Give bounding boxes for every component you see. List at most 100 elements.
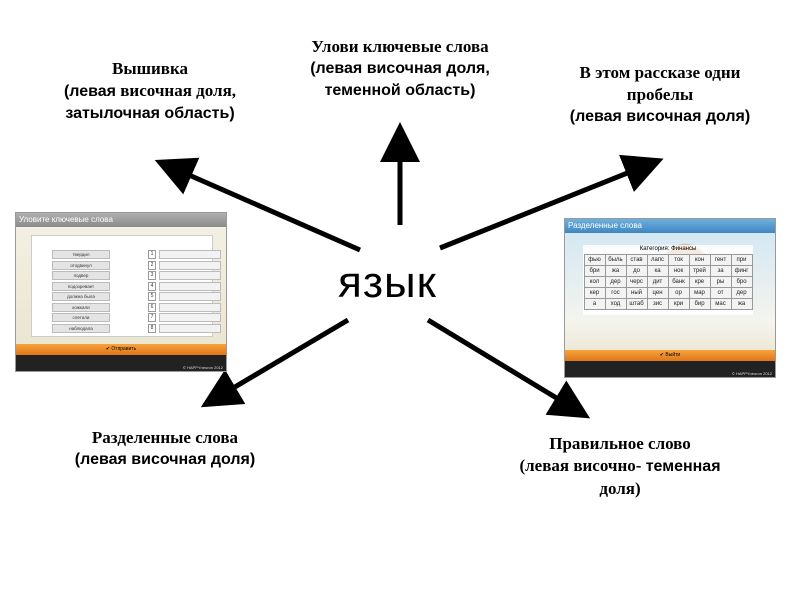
answer-slot[interactable]: [159, 323, 221, 333]
grid-cell[interactable]: дер: [730, 287, 753, 299]
grid-cell[interactable]: мар: [688, 287, 711, 299]
grid-cell[interactable]: зис: [646, 298, 669, 310]
right-screenshot-footer: © HAPPYneuron 2012: [565, 361, 775, 377]
check-icon: ✔: [659, 352, 664, 358]
answer-slot[interactable]: [159, 313, 221, 322]
grid-cell[interactable]: штаб: [625, 298, 648, 310]
word-item[interactable]: должна была: [52, 292, 110, 301]
left-screenshot-footer: © HAPPYneuron 2012: [16, 355, 226, 371]
label-top-right-title2: пробелы: [626, 85, 694, 104]
grid-cell[interactable]: лапс: [646, 254, 669, 266]
grid-cell[interactable]: фью: [583, 254, 606, 266]
answer-slot[interactable]: [159, 250, 221, 259]
label-bottom-right-title: Правильное слово: [549, 434, 691, 453]
arrow-up-left: [154, 157, 362, 253]
label-top-left: Вышивка (левая височная доля, затылочная…: [25, 58, 275, 125]
grid-cell[interactable]: ток: [667, 254, 690, 266]
answer-slot[interactable]: [159, 302, 221, 312]
word-item[interactable]: слетали: [52, 313, 110, 322]
grid-cell[interactable]: кон: [688, 254, 711, 266]
grid-cell[interactable]: гент: [709, 254, 732, 266]
grid-cell[interactable]: жа: [730, 298, 753, 310]
number-item: 6: [148, 302, 156, 312]
left-screenshot-title: Уловите ключевые слова: [16, 213, 226, 227]
label-bottom-left-line2: (левая височная доля): [74, 451, 256, 468]
label-bottom-right-line3: доля): [599, 479, 641, 498]
grid-cell[interactable]: кри: [667, 298, 690, 310]
grid-cell[interactable]: ры: [709, 276, 732, 288]
arrow-down-left: [200, 317, 350, 408]
word-item[interactable]: подозревает: [52, 281, 110, 291]
grid-cell[interactable]: жа: [604, 265, 627, 277]
grid-cell[interactable]: быль: [604, 254, 627, 266]
left-submit-button[interactable]: Отправить: [111, 346, 137, 352]
left-copyright: © HAPPYneuron 2012: [182, 365, 223, 370]
grid-cell[interactable]: дер: [604, 276, 627, 288]
label-bottom-left: Разделенные слова (левая височная доля): [40, 427, 290, 471]
label-top-left-line2: (левая: [63, 83, 116, 100]
grid-cell[interactable]: ход: [604, 298, 627, 310]
number-item: 1: [148, 250, 156, 259]
grid-cell[interactable]: банк: [667, 276, 690, 288]
word-item[interactable]: кожкали: [52, 302, 110, 312]
grid-cell[interactable]: гос: [604, 287, 627, 299]
grid-cell[interactable]: ный: [625, 287, 648, 299]
answer-slot[interactable]: [159, 271, 221, 280]
word-item[interactable]: твердил: [52, 250, 110, 259]
grid-cell[interactable]: став: [625, 254, 648, 266]
right-screenshot: Разделенные слова Категория: Финансы фью…: [564, 218, 776, 378]
answer-slot[interactable]: [159, 260, 221, 270]
answer-slot[interactable]: [159, 281, 221, 291]
label-bottom-right: Правильное слово (левая височно- теменна…: [485, 433, 755, 500]
label-top-left-line2b: височная доля,: [120, 81, 237, 100]
right-exit-button[interactable]: Выйти: [665, 352, 681, 358]
grid-cell[interactable]: кер: [583, 287, 606, 299]
answer-slot[interactable]: [159, 292, 221, 301]
grid-cell[interactable]: кол: [583, 276, 606, 288]
grid-cell[interactable]: нок: [667, 265, 690, 277]
grid-cell[interactable]: кре: [688, 276, 711, 288]
grid-cell[interactable]: дит: [646, 276, 669, 288]
label-top-center-title: Улови ключевые слова: [311, 37, 489, 56]
grid-cell[interactable]: бро: [730, 276, 753, 288]
label-bottom-right-line2a: (левая височно-: [519, 456, 642, 475]
grid-cell[interactable]: мас: [709, 298, 732, 310]
number-item: 5: [148, 292, 156, 301]
label-top-left-title: Вышивка: [112, 59, 188, 78]
grid-cell[interactable]: черс: [625, 276, 648, 288]
right-screenshot-title: Разделенные слова: [565, 219, 775, 233]
grid-cell[interactable]: ор: [667, 287, 690, 299]
grid-cell[interactable]: за: [709, 265, 732, 277]
word-item[interactable]: отодвинул: [52, 260, 110, 270]
grid-cell[interactable]: бри: [583, 265, 606, 277]
word-item[interactable]: подвер: [52, 271, 110, 280]
grid-cell[interactable]: трей: [688, 265, 711, 277]
number-item: 8: [148, 323, 156, 333]
label-bottom-left-title: Разделенные слова: [91, 428, 239, 447]
grid-cell[interactable]: от: [709, 287, 732, 299]
arrow-up-right: [439, 154, 664, 251]
grid-cell[interactable]: до: [625, 265, 648, 277]
grid-cell[interactable]: бир: [688, 298, 711, 310]
number-item: 7: [148, 313, 156, 322]
right-screenshot-category: Категория: Финансы: [639, 246, 697, 252]
grid-cell[interactable]: цен: [646, 287, 669, 299]
center-word: язык: [338, 258, 437, 307]
grid-cell[interactable]: при: [730, 254, 753, 266]
grid-cell[interactable]: ка: [646, 265, 669, 277]
grid-cell[interactable]: а: [583, 298, 606, 310]
grid-cell[interactable]: финг: [730, 265, 753, 277]
left-screenshot-answers: [159, 250, 221, 334]
word-item[interactable]: наблюдала: [52, 323, 110, 333]
